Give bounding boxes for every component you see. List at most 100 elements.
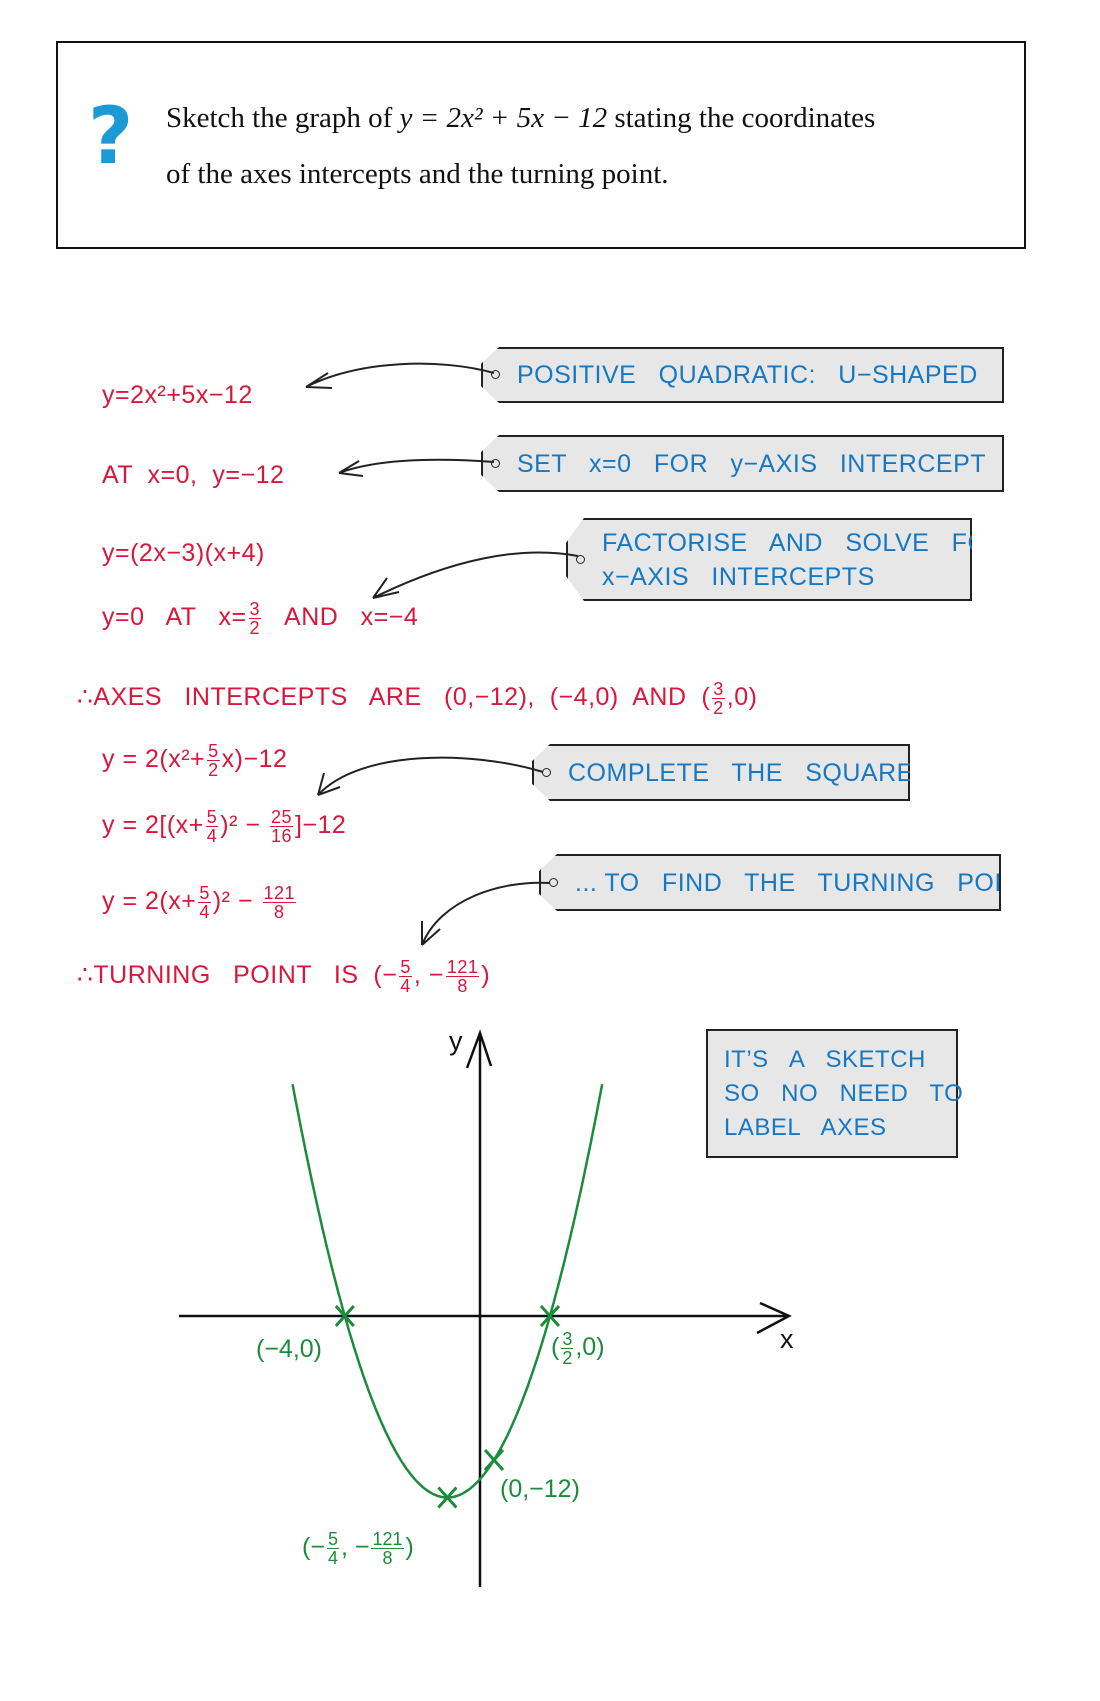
axes bbox=[179, 1029, 792, 1587]
parabola-curve bbox=[291, 1083, 604, 1499]
tag-text: COMPLETE THE SQUARE... bbox=[568, 758, 937, 787]
text: )² − bbox=[212, 887, 261, 916]
numerator: 3 bbox=[248, 599, 262, 619]
therefore-symbol: ∴ bbox=[77, 683, 94, 712]
tag-hole-icon bbox=[576, 554, 585, 564]
arrow-5 bbox=[421, 881, 551, 946]
y-axis bbox=[465, 1029, 493, 1587]
numerator: 5 bbox=[399, 957, 412, 977]
text: )² − bbox=[220, 811, 268, 840]
denominator: 2 bbox=[249, 618, 261, 638]
question-mark-icon: ? bbox=[88, 92, 134, 182]
text: ) bbox=[405, 1533, 414, 1562]
numerator: 121 bbox=[445, 957, 480, 977]
point-markers bbox=[334, 1304, 561, 1509]
sketch-note: IT’S A SKETCH SO NO NEED TO LABEL AXES bbox=[706, 1029, 964, 1158]
text: (− bbox=[302, 1533, 325, 1562]
point-marker-cross bbox=[334, 1304, 355, 1328]
arrow-4 bbox=[317, 756, 544, 796]
tag-positive-quadratic: POSITIVE QUADRATIC: U−SHAPED bbox=[481, 347, 1004, 403]
point-label-neg4: (−4,0) bbox=[256, 1335, 323, 1363]
text: ,0) bbox=[726, 683, 758, 712]
tag-text: FACTORISE AND SOLVE FOR bbox=[602, 528, 1006, 557]
text: x)−12 bbox=[221, 745, 288, 774]
numerator: 121 bbox=[262, 883, 297, 903]
text: y = 2[(x+ bbox=[102, 811, 204, 840]
note-line: SO NO NEED TO bbox=[724, 1080, 964, 1107]
tag-text: ... TO FIND THE TURNING POINT bbox=[575, 868, 1037, 897]
tag-hole-icon bbox=[491, 370, 500, 379]
arrow-2 bbox=[338, 458, 495, 477]
denominator: 8 bbox=[274, 902, 285, 922]
numerator: 121 bbox=[371, 1529, 404, 1549]
denominator: 4 bbox=[400, 976, 411, 996]
y-axis-label: y bbox=[449, 1026, 463, 1056]
text: y = 2(x²+ bbox=[102, 745, 206, 774]
tag-turning-point: ... TO FIND THE TURNING POINT bbox=[539, 854, 1001, 911]
point-marker-cross bbox=[539, 1304, 561, 1328]
text: ) bbox=[481, 961, 491, 990]
question-text: stating the coordinates bbox=[607, 102, 876, 134]
denominator: 2 bbox=[208, 760, 219, 780]
text: y = 2(x+ bbox=[102, 887, 197, 916]
text: ]−12 bbox=[294, 811, 347, 840]
numerator: 25 bbox=[269, 807, 293, 827]
denominator: 2 bbox=[562, 1348, 573, 1368]
x-axis bbox=[179, 1301, 792, 1335]
tag-text: SET x=0 FOR y−AXIS INTERCEPT bbox=[517, 449, 987, 478]
question-equation: y = 2x² + 5x − 12 bbox=[399, 102, 608, 134]
x-axis-label: x bbox=[780, 1324, 794, 1354]
denominator: 4 bbox=[327, 1548, 338, 1568]
arrows bbox=[305, 362, 579, 946]
y-intercept-line: AT x=0, y=−12 bbox=[102, 461, 285, 489]
question-box bbox=[56, 41, 1026, 249]
question-line-1: Sketch the graph of y = 2x² + 5x − 12 st… bbox=[166, 102, 875, 135]
question-text: Sketch the graph of bbox=[166, 102, 400, 134]
numerator: 3 bbox=[712, 679, 725, 699]
arrow-3 bbox=[372, 551, 579, 599]
text: , − bbox=[413, 961, 444, 990]
point-label-y-intercept: (0,−12) bbox=[500, 1475, 580, 1503]
numerator: 3 bbox=[561, 1329, 574, 1349]
tag-hole-icon bbox=[491, 458, 500, 468]
tag-text: POSITIVE QUADRATIC: U−SHAPED bbox=[517, 361, 978, 389]
denominator: 4 bbox=[206, 826, 218, 846]
arrow-1 bbox=[305, 362, 495, 389]
factorised-line: y=(2x−3)(x+4) bbox=[102, 539, 265, 567]
numerator: 5 bbox=[207, 741, 220, 761]
text: AND x=−4 bbox=[263, 603, 419, 632]
text: , − bbox=[340, 1533, 370, 1562]
therefore-symbol: ∴ bbox=[77, 961, 94, 990]
denominator: 2 bbox=[713, 698, 724, 718]
numerator: 5 bbox=[205, 807, 219, 827]
axes-intercepts-conclusion: ∴AXES INTERCEPTS ARE (0,−12), (−4,0) AND… bbox=[77, 680, 757, 717]
tag-text: x−AXIS INTERCEPTS bbox=[602, 562, 875, 591]
note-line: IT’S A SKETCH bbox=[724, 1046, 926, 1073]
equation-line: y=2x²+5x−12 bbox=[102, 381, 253, 409]
text: ,0) bbox=[575, 1333, 605, 1362]
question-line-2: of the axes intercepts and the turning p… bbox=[166, 158, 669, 190]
text: TURNING POINT IS (− bbox=[93, 961, 398, 990]
text: AXES INTERCEPTS ARE (0,−12), (−4,0) AND … bbox=[93, 683, 711, 712]
text: ( bbox=[551, 1333, 560, 1362]
point-marker-cross bbox=[483, 1448, 505, 1472]
note-line: LABEL AXES bbox=[724, 1114, 887, 1141]
tag-y-intercept: SET x=0 FOR y−AXIS INTERCEPT bbox=[481, 435, 1004, 492]
